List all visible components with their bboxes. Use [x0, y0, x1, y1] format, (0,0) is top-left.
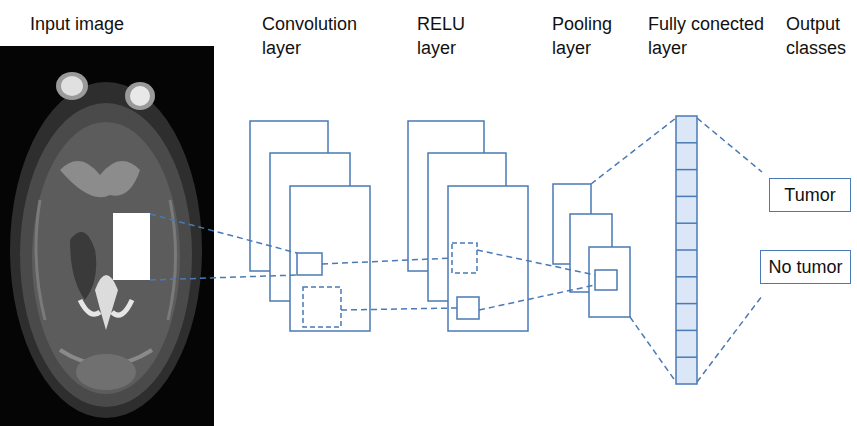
- projection-lines: [150, 118, 762, 382]
- pooling-maps: [553, 184, 630, 317]
- class-label: No tumor: [768, 256, 842, 278]
- output-heading: Output classes: [786, 12, 846, 60]
- mri-image: [0, 46, 214, 426]
- layer-heading: Convolution layer: [262, 12, 357, 60]
- output-class-box: Tumor: [769, 178, 851, 212]
- class-label: Tumor: [784, 184, 835, 206]
- layer-heading: Fully conected layer: [648, 12, 780, 60]
- fully-connected-column: [676, 116, 697, 384]
- relu-maps: [408, 121, 528, 331]
- image-heading: Input image: [30, 12, 124, 36]
- convolution-maps: [250, 121, 370, 331]
- layer-heading: Pooling layer: [552, 12, 612, 60]
- layer-heading: RELU layer: [417, 12, 465, 60]
- output-class-box: No tumor: [760, 250, 851, 284]
